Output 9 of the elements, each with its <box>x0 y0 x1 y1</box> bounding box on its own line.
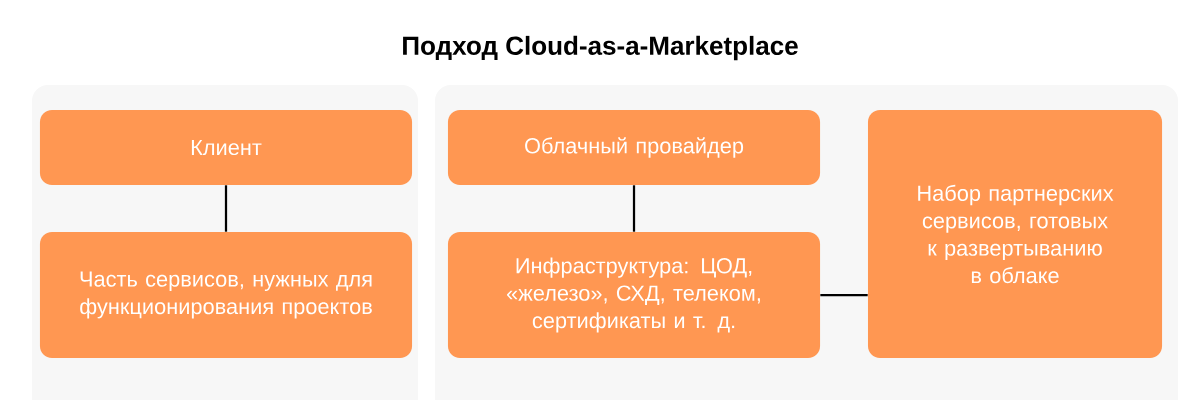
connector-line <box>820 293 868 297</box>
title: Подход Cloud-as-a-Marketplace <box>403 35 798 61</box>
connector-line <box>632 185 636 232</box>
process-box: Часть сервисов, нужных для функционирования проектов <box>39 232 413 358</box>
process-box: Набор партнерских сервисов, готовых к развертыванию в облаке <box>868 109 1163 359</box>
process-box: Облачный провайдер <box>447 110 821 185</box>
process-box: Инфраструктура: ЦОД, «железо», СХД, телеком, сертификаты и т. д. <box>447 232 821 358</box>
connector-line <box>224 185 228 232</box>
process-box: Клиент <box>39 110 413 185</box>
